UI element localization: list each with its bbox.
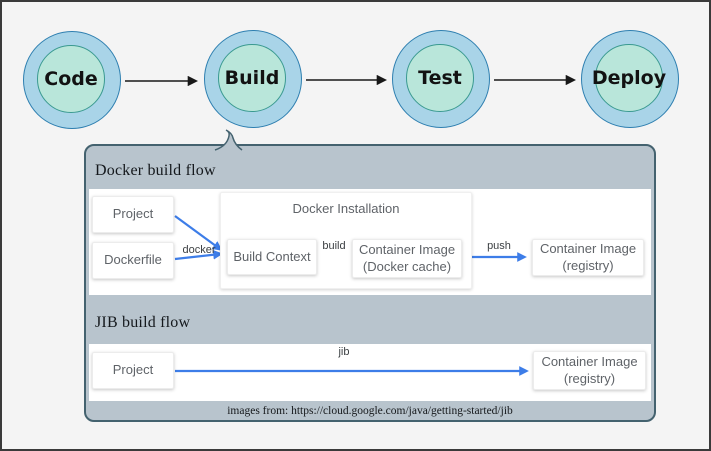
- edge-label-push: push: [487, 240, 511, 252]
- jib-registry-label-line1: Container Image: [541, 354, 638, 370]
- jib-registry-label-line2: (registry): [563, 370, 616, 386]
- jib-container-image-registry-node: Container Image (registry): [533, 351, 646, 390]
- docker-flow-area: Docker Installation Project Dockerfile B…: [89, 189, 651, 295]
- docker-project-node: Project: [92, 196, 174, 233]
- build-context-node: Build Context: [227, 239, 317, 275]
- jib-flow-area: Project Container Image (registry) jib: [89, 344, 651, 401]
- container-image-registry-label-line2: (registry): [562, 257, 614, 273]
- docker-flow-title: Docker build flow: [95, 162, 216, 179]
- container-image-cache-node: Container Image (Docker cache): [352, 239, 462, 278]
- dockerfile-label: Dockerfile: [104, 252, 162, 268]
- stage-code-inner-circle: Code: [37, 45, 105, 113]
- container-image-registry-label-line1: Container Image: [539, 241, 637, 257]
- stage-build-circle: Build: [204, 30, 302, 128]
- stage-code-label: Code: [44, 68, 98, 90]
- edge-label-docker: docker: [182, 244, 216, 256]
- stage-deploy-label: Deploy: [591, 67, 667, 89]
- stage-test-label: Test: [418, 67, 462, 89]
- dockerfile-node: Dockerfile: [92, 242, 174, 279]
- stage-test-inner-circle: Test: [406, 44, 474, 112]
- edge-label-build: build: [322, 240, 346, 252]
- jib-project-label: Project: [112, 362, 154, 378]
- stage-build-label: Build: [224, 67, 280, 89]
- image-credit-text: images from: https://cloud.google.com/ja…: [227, 405, 513, 417]
- stage-code-circle: Code: [23, 31, 121, 129]
- container-image-cache-label-line1: Container Image: [358, 242, 456, 258]
- docker-project-label: Project: [112, 206, 154, 222]
- container-image-cache-label-line2: (Docker cache): [362, 258, 452, 274]
- stage-test-circle: Test: [392, 30, 490, 128]
- stage-deploy-circle: Deploy: [581, 30, 679, 128]
- build-context-label: Build Context: [233, 248, 311, 264]
- stage-build-inner-circle: Build: [218, 44, 286, 112]
- edge-label-jib: jib: [338, 346, 350, 358]
- callout-panel: Docker build flow Docker Installation Pr…: [84, 144, 656, 422]
- jib-flow-title: JIB build flow: [95, 314, 191, 331]
- jib-project-node: Project: [92, 352, 174, 389]
- stage-deploy-inner-circle: Deploy: [591, 44, 667, 112]
- callout-tail-icon: [214, 129, 243, 151]
- docker-installation-label: Docker Installation: [292, 201, 400, 216]
- container-image-registry-node: Container Image (registry): [532, 239, 644, 276]
